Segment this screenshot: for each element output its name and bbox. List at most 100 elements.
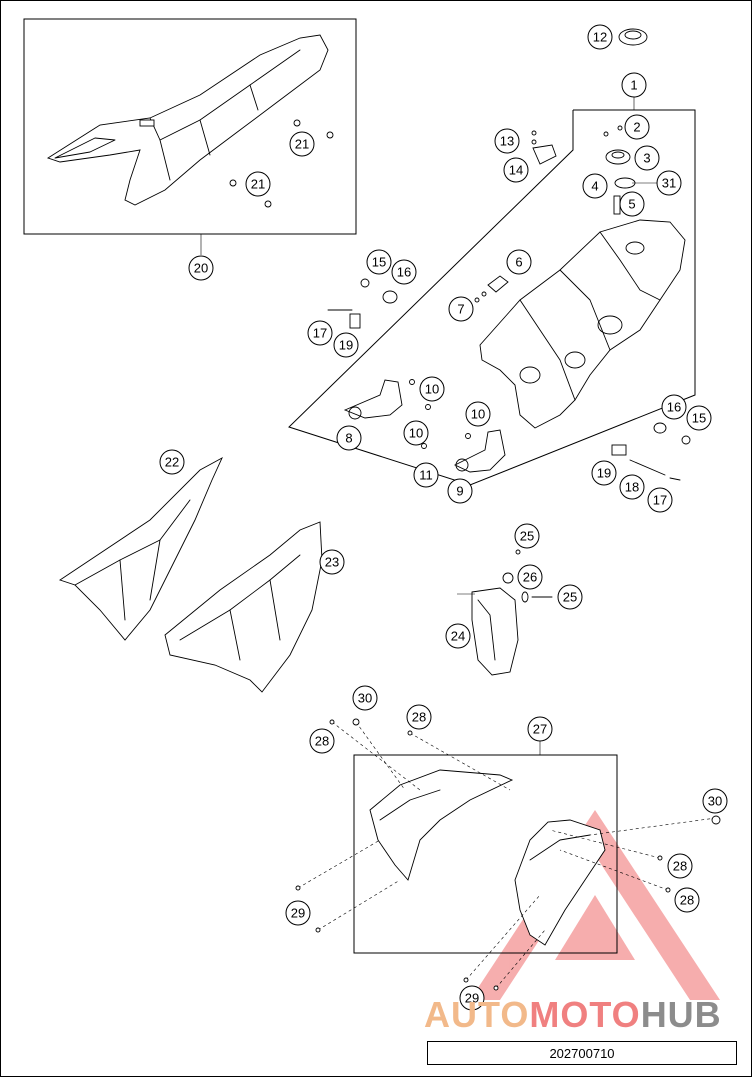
bracket-9 [453, 429, 506, 473]
callout-22: 22 [159, 449, 185, 475]
svg-text:30: 30 [708, 794, 722, 809]
callout-17-left: 17 [307, 320, 333, 346]
callout-2: 2 [624, 114, 650, 140]
panel-group-frame [353, 754, 618, 954]
svg-text:6: 6 [515, 255, 522, 270]
svg-text:22: 22 [165, 455, 179, 470]
callout-28-top: 28 [406, 704, 432, 730]
callout-17-right: 17 [647, 487, 673, 513]
callout-14: 14 [503, 157, 529, 183]
fuel-cap-part [603, 28, 648, 215]
mounts-left [327, 278, 398, 329]
callout-10-c: 10 [403, 420, 429, 446]
number-plate-left [369, 769, 514, 881]
callout-27: 27 [527, 716, 553, 742]
svg-text:7: 7 [457, 302, 464, 317]
svg-text:29: 29 [465, 991, 479, 1006]
callout-29-bottom: 29 [459, 985, 485, 1011]
svg-text:31: 31 [662, 176, 676, 191]
svg-text:28: 28 [412, 710, 426, 725]
svg-text:28: 28 [315, 734, 329, 749]
callout-26: 26 [517, 564, 543, 590]
callout-6: 6 [506, 249, 532, 275]
watermark-text: AUTOMOTOHUB [424, 994, 722, 1036]
fuel-tank-part [479, 219, 686, 429]
svg-text:29: 29 [291, 906, 305, 921]
svg-text:18: 18 [625, 480, 639, 495]
callout-16-right: 16 [661, 394, 687, 420]
svg-text:10: 10 [471, 407, 485, 422]
callout-15-right: 15 [686, 405, 712, 431]
svg-text:25: 25 [563, 590, 577, 605]
svg-text:24: 24 [451, 629, 465, 644]
callout-1: 1 [621, 72, 647, 98]
svg-text:15: 15 [692, 411, 706, 426]
svg-text:21: 21 [295, 137, 309, 152]
svg-text:28: 28 [673, 859, 687, 874]
callout-10-b: 10 [465, 401, 491, 427]
svg-text:30: 30 [358, 691, 372, 706]
watermark-part-moto: MOTO [529, 994, 641, 1035]
callout-25-right: 25 [557, 584, 583, 610]
svg-text:26: 26 [523, 570, 537, 585]
callout-28-right-b: 28 [674, 887, 700, 913]
callout-30-left: 30 [352, 685, 378, 711]
svg-text:9: 9 [456, 484, 463, 499]
callout-3: 3 [634, 145, 660, 171]
callout-7: 7 [448, 296, 474, 322]
callout-24: 24 [445, 623, 471, 649]
svg-text:19: 19 [339, 338, 353, 353]
callout-15-left: 15 [366, 249, 392, 275]
callout-10-a: 10 [419, 376, 445, 402]
callout-28-left: 28 [309, 728, 335, 754]
svg-text:10: 10 [425, 382, 439, 397]
svg-text:28: 28 [680, 893, 694, 908]
callout-30-right: 30 [702, 788, 728, 814]
callout-12: 12 [587, 24, 613, 50]
diagram-number-box: 202700710 [427, 1041, 737, 1065]
watermark-part-auto: AUTO [424, 994, 530, 1035]
bracket-8 [343, 379, 431, 449]
clip-6-7 [474, 275, 509, 303]
svg-text:2: 2 [633, 120, 640, 135]
callout-8: 8 [336, 425, 362, 451]
callout-28-right-a: 28 [667, 853, 693, 879]
svg-text:20: 20 [194, 261, 208, 276]
svg-text:5: 5 [628, 197, 635, 212]
callout-4: 4 [582, 173, 608, 199]
callout-5: 5 [619, 191, 645, 217]
callout-21-bottom: 21 [245, 171, 271, 197]
side-panel-23 [164, 521, 323, 693]
svg-text:16: 16 [667, 400, 681, 415]
callout-23: 23 [319, 549, 345, 575]
svg-text:25: 25 [520, 529, 534, 544]
callout-31: 31 [656, 170, 682, 196]
seat-part [46, 34, 329, 206]
callout-16-left: 16 [391, 259, 417, 285]
svg-text:12: 12 [593, 30, 607, 45]
callout-25-top: 25 [514, 523, 540, 549]
callout-21-top: 21 [289, 131, 315, 157]
seat-screws [229, 119, 334, 208]
callout-19-right: 19 [591, 460, 617, 486]
svg-text:11: 11 [419, 468, 433, 483]
side-panel-22 [58, 456, 223, 641]
svg-text:4: 4 [591, 179, 598, 194]
svg-text:19: 19 [597, 466, 611, 481]
svg-text:8: 8 [345, 431, 352, 446]
bracket-13-14 [531, 130, 557, 165]
svg-text:16: 16 [397, 265, 411, 280]
mounts-right [611, 422, 691, 481]
callout-18: 18 [619, 474, 645, 500]
callout-13: 13 [494, 128, 520, 154]
callout-19-left: 19 [333, 332, 359, 358]
svg-text:13: 13 [500, 134, 514, 149]
svg-text:27: 27 [533, 722, 547, 737]
svg-text:17: 17 [313, 326, 327, 341]
number-plate-right [514, 819, 606, 946]
svg-text:3: 3 [643, 151, 650, 166]
svg-text:17: 17 [653, 493, 667, 508]
callout-29-left: 29 [285, 900, 311, 926]
